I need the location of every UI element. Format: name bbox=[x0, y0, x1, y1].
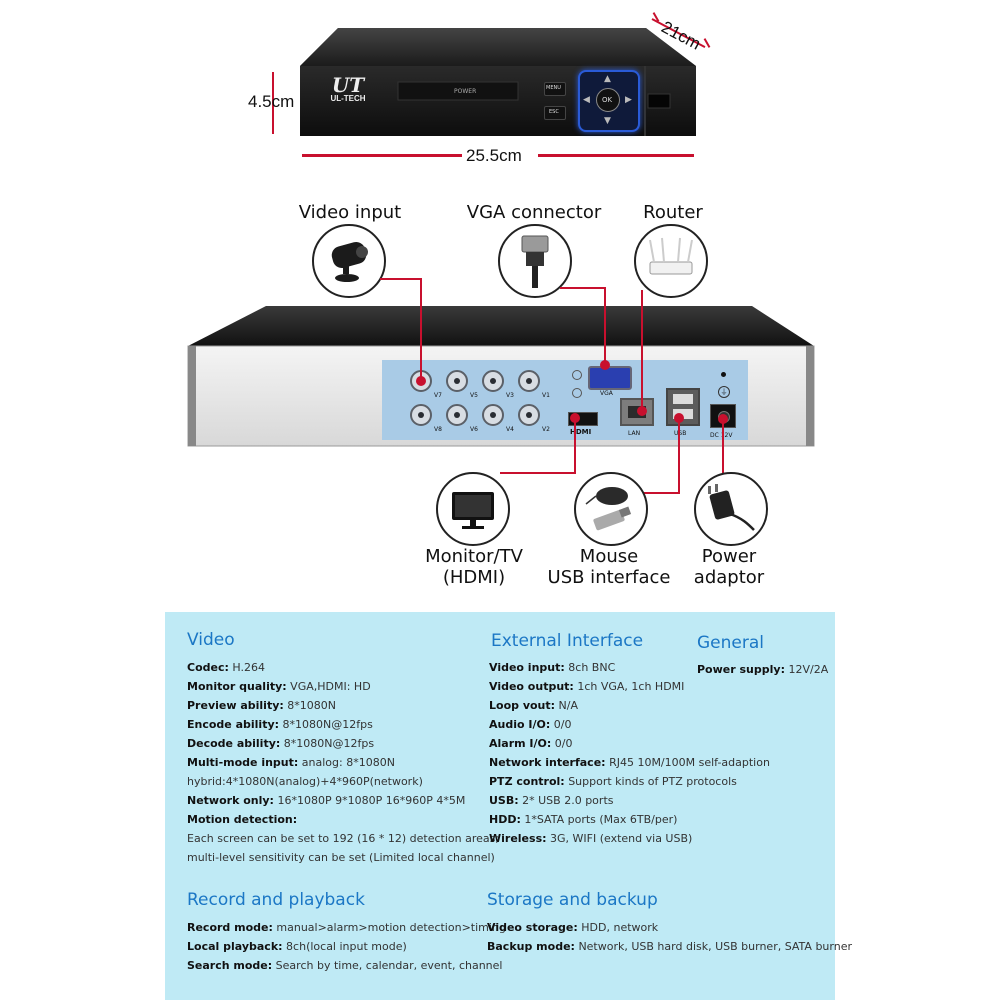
bnc-v2[interactable] bbox=[518, 404, 540, 426]
spec-row: Alarm I/O: 0/0 bbox=[489, 737, 573, 750]
spec-row: Record mode: manual>alarm>motion detecti… bbox=[187, 921, 506, 934]
spec-row: Loop vout: N/A bbox=[489, 699, 579, 712]
spec-row: Wireless: 3G, WIFI (extend via USB) bbox=[489, 832, 693, 845]
logo-letters: UT bbox=[331, 73, 365, 97]
spec-row: Power supply: 12V/2A bbox=[697, 663, 829, 676]
bnc-v4[interactable] bbox=[482, 404, 504, 426]
spec-row: Video storage: HDD, network bbox=[487, 921, 659, 934]
video-input-label: Video input bbox=[298, 202, 402, 223]
spec-row: Local playback: 8ch(local input mode) bbox=[187, 940, 407, 953]
bnc-v5[interactable] bbox=[446, 370, 468, 392]
router-label: Router bbox=[643, 202, 703, 223]
brand-logo: UT UL-TECH bbox=[318, 73, 378, 104]
brand-name: UL-TECH bbox=[330, 94, 366, 103]
ground-icon: ⏚ bbox=[718, 386, 730, 398]
spec-row: Video input: 8ch BNC bbox=[489, 661, 616, 674]
spec-row: hybrid:4*1080N(analog)+4*960P(network) bbox=[187, 775, 423, 788]
spec-row: Multi-mode input: analog: 8*1080N bbox=[187, 756, 395, 769]
spec-row: Each screen can be set to 192 (16 * 12) … bbox=[187, 832, 500, 845]
spec-row: Motion detection: bbox=[187, 813, 298, 826]
record-playback-heading: Record and playback bbox=[187, 890, 365, 910]
bnc-v1[interactable] bbox=[518, 370, 540, 392]
spec-row: USB: 2* USB 2.0 ports bbox=[489, 794, 614, 807]
spec-row: Audio I/O: 0/0 bbox=[489, 718, 572, 731]
video-heading: Video bbox=[187, 630, 235, 650]
dc-port-label: DC 12V bbox=[710, 432, 733, 439]
usb-port-label: USB bbox=[674, 430, 687, 437]
monitor-label: Monitor/TV (HDMI) bbox=[425, 546, 523, 588]
spec-row: Backup mode: Network, USB hard disk, USB… bbox=[487, 940, 852, 953]
vga-cable-icon bbox=[498, 224, 572, 298]
spec-row: Video output: 1ch VGA, 1ch HDMI bbox=[489, 680, 685, 693]
monitor-icon bbox=[436, 472, 510, 546]
spec-row: Encode ability: 8*1080N@12fps bbox=[187, 718, 373, 731]
menu-button[interactable]: MENU bbox=[544, 82, 566, 96]
navigation-pad[interactable]: ▲ ▼ ◀ ▶ OK bbox=[578, 70, 640, 132]
arrow-up-icon[interactable]: ▲ bbox=[604, 74, 611, 84]
height-dimension: 4.5cm bbox=[248, 92, 295, 111]
vga-port-label: VGA bbox=[600, 390, 613, 397]
vga-port[interactable] bbox=[588, 366, 632, 390]
bnc-v8[interactable] bbox=[410, 404, 432, 426]
spec-row: PTZ control: Support kinds of PTZ protoc… bbox=[489, 775, 737, 788]
router-icon bbox=[634, 224, 708, 298]
spec-row: Network interface: RJ45 10M/100M self-ad… bbox=[489, 756, 770, 769]
storage-backup-heading: Storage and backup bbox=[487, 890, 658, 910]
vga-connector-label: VGA connector bbox=[466, 202, 602, 223]
spec-row: Codec: H.264 bbox=[187, 661, 265, 674]
power-label: POWER bbox=[454, 88, 477, 95]
spec-panel: Video Codec: H.264 Monitor quality: VGA,… bbox=[165, 612, 852, 1000]
camera-icon bbox=[312, 224, 386, 298]
bnc-v6[interactable] bbox=[446, 404, 468, 426]
arrow-down-icon[interactable]: ▼ bbox=[604, 116, 611, 126]
arrow-left-icon[interactable]: ◀ bbox=[583, 95, 590, 105]
external-interface-heading: External Interface bbox=[491, 631, 644, 651]
arrow-right-icon[interactable]: ▶ bbox=[625, 95, 632, 105]
power-adaptor-icon bbox=[694, 472, 768, 546]
spec-row: Network only: 16*1080P 9*1080P 16*960P 4… bbox=[187, 794, 466, 807]
spec-row: Decode ability: 8*1080N@12fps bbox=[187, 737, 375, 750]
hdmi-port-label: HDMI bbox=[570, 428, 592, 436]
spec-row: Monitor quality: VGA,HDMI: HD bbox=[187, 680, 371, 693]
width-dimension: 25.5cm bbox=[466, 146, 522, 165]
mouse-icon bbox=[574, 472, 648, 546]
esc-button[interactable]: ESC bbox=[544, 106, 566, 120]
lan-port-label: LAN bbox=[628, 430, 641, 437]
bnc-v3[interactable] bbox=[482, 370, 504, 392]
spec-row: Search mode: Search by time, calendar, e… bbox=[187, 959, 503, 972]
mouse-label: Mouse USB interface bbox=[547, 546, 671, 588]
general-heading: General bbox=[697, 633, 764, 653]
ok-button[interactable]: OK bbox=[596, 88, 620, 112]
spec-row: Preview ability: 8*1080N bbox=[187, 699, 337, 712]
spec-row: multi-level sensitivity can be set (Limi… bbox=[187, 851, 495, 864]
spec-row: HDD: 1*SATA ports (Max 6TB/per) bbox=[489, 813, 678, 826]
power-label-callout: Power adaptor bbox=[693, 546, 765, 588]
